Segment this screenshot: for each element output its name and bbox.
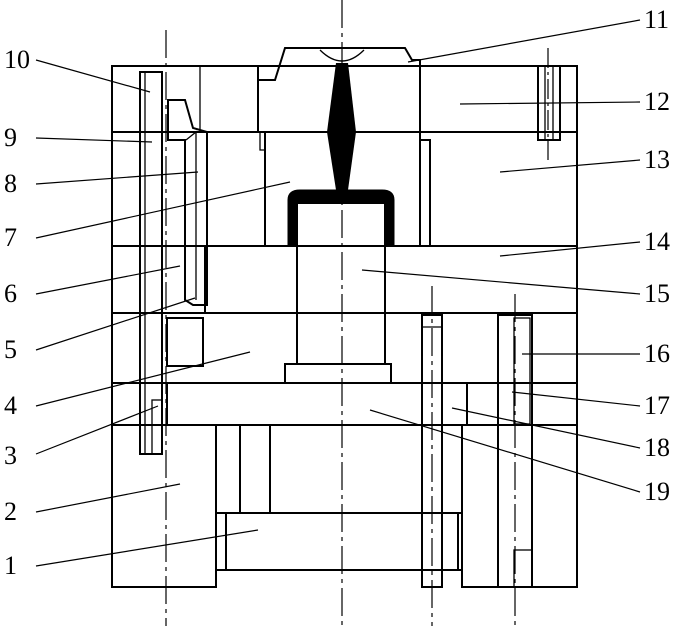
lower-die-plate [111, 312, 578, 384]
label-5: 5 [4, 335, 17, 364]
label-4: 4 [4, 391, 17, 420]
bottom-support-plate [111, 424, 578, 588]
core-insert [287, 189, 395, 365]
left-bottom-bolt [239, 424, 271, 514]
label-18: 18 [644, 433, 670, 462]
label-16: 16 [644, 339, 670, 368]
push-plate [111, 382, 578, 426]
label-11: 11 [644, 5, 669, 34]
slide-wedge [167, 99, 208, 306]
guide-pillar [139, 71, 163, 455]
label-10: 10 [4, 45, 30, 74]
label-13: 13 [644, 145, 670, 174]
leader-lines [35, 19, 641, 567]
sprue-bushing [257, 47, 431, 247]
label-3: 3 [4, 441, 17, 470]
label-19: 19 [644, 477, 670, 506]
label-14: 14 [644, 227, 670, 256]
label-17: 17 [644, 391, 670, 420]
label-15: 15 [644, 279, 670, 308]
label-6: 6 [4, 279, 17, 308]
label-7: 7 [4, 223, 17, 252]
label-2: 2 [4, 497, 17, 526]
label-9: 9 [4, 123, 17, 152]
center-lines [165, 0, 549, 626]
label-1: 1 [4, 551, 17, 580]
label-12: 12 [644, 87, 670, 116]
label-8: 8 [4, 169, 17, 198]
callout-labels: 10 9 8 7 6 5 4 3 2 1 11 12 13 14 15 16 1… [4, 5, 670, 580]
